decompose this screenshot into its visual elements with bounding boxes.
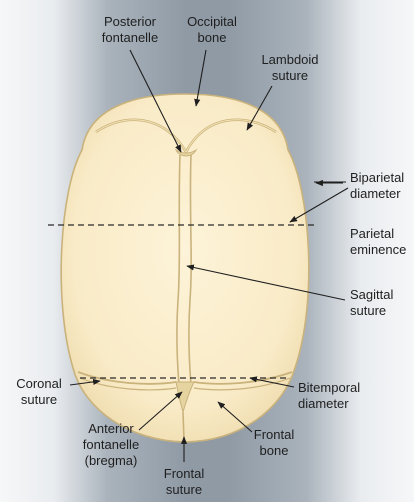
label-biparietal-diameter: Biparietal diameter (350, 170, 412, 202)
label-coronal-suture: Coronal suture (10, 376, 68, 408)
label-sagittal-suture: Sagittal suture (350, 287, 412, 319)
label-frontal-bone: Frontal bone (244, 427, 304, 459)
frontal-suture (183, 412, 184, 440)
label-anterior-fontanelle: Anterior fontanelle (bregma) (70, 421, 152, 469)
label-lambdoid-suture: Lambdoid suture (250, 52, 330, 84)
label-frontal-suture: Frontal suture (152, 466, 216, 498)
label-posterior-fontanelle: Posterior fontanelle (88, 14, 172, 46)
label-occipital-bone: Occipital bone (176, 14, 248, 46)
label-parietal-eminence: Parietal eminence (350, 226, 412, 258)
label-bitemporal-diameter: Bitemporal diameter (298, 380, 378, 412)
